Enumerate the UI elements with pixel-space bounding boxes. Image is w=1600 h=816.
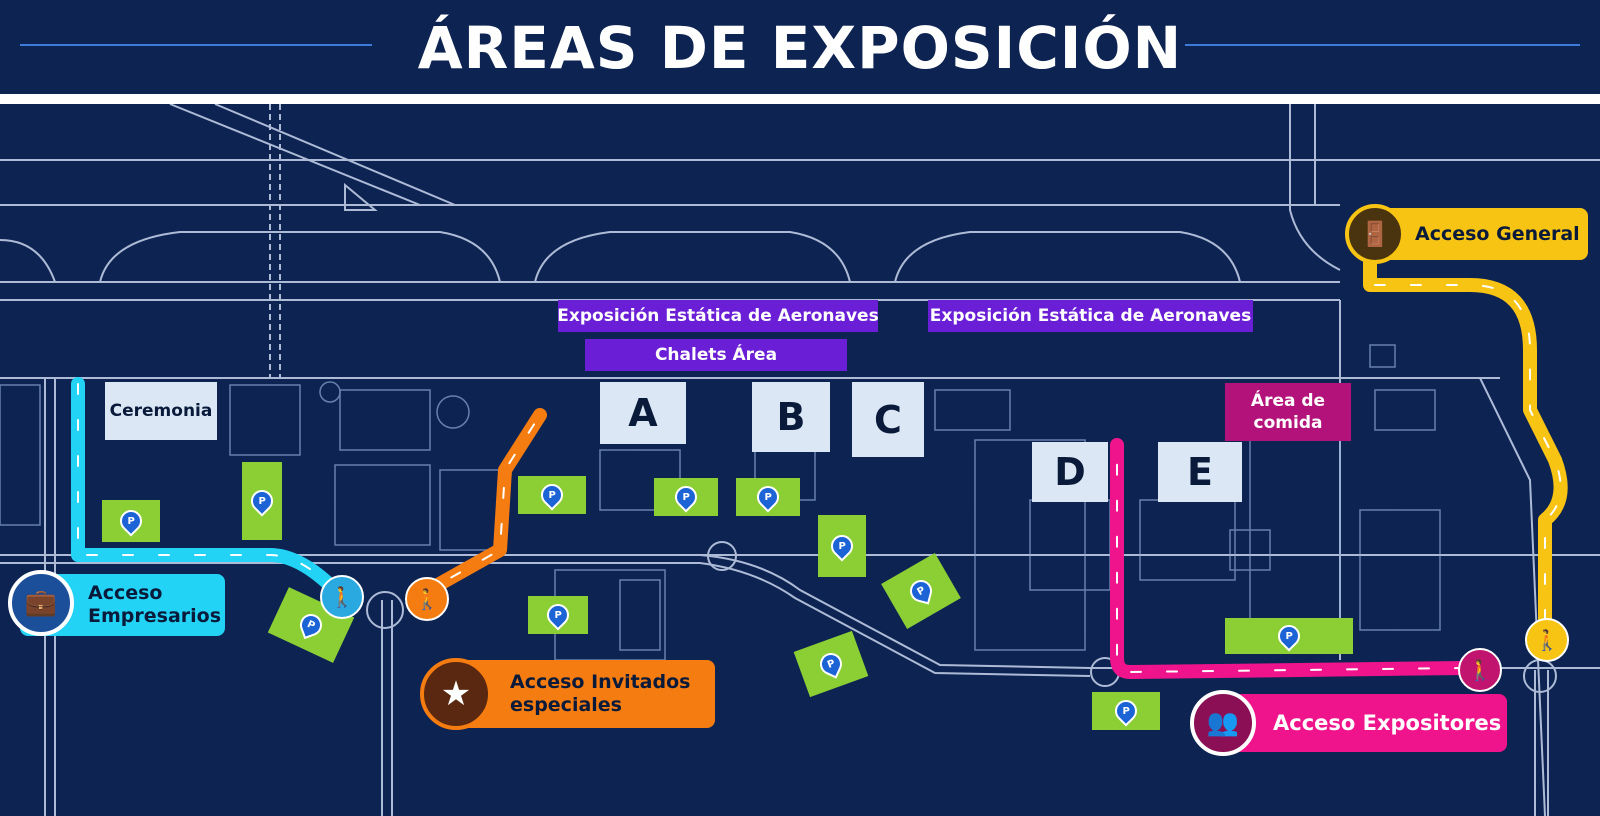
static-exhibition-label-2: Exposición Estática de Aeronaves	[928, 300, 1253, 332]
parking-symbol: P	[127, 515, 135, 527]
access-empresarios-line1: Acceso	[88, 582, 163, 604]
parking-lot[interactable]: P	[818, 515, 866, 577]
parking-pin-icon: P	[670, 481, 702, 513]
pedestrian-icon: 🚶	[405, 577, 449, 621]
parking-pin-icon: P	[115, 505, 147, 537]
pedestrian-icon: 🚶	[1458, 648, 1502, 692]
hall-c: C	[852, 382, 924, 457]
ceremonia-area: Ceremonia	[105, 382, 217, 440]
parking-pin-icon: P	[296, 610, 326, 640]
access-expositores[interactable]: Acceso Expositores	[1225, 694, 1507, 752]
group-icon: 👥	[1190, 690, 1256, 756]
parking-symbol: P	[258, 495, 266, 507]
parking-symbol: P	[554, 609, 562, 621]
chalets-area-label: Chalets Área	[585, 339, 847, 371]
hall-d: D	[1032, 442, 1108, 502]
hall-a: A	[600, 382, 686, 444]
parking-lot[interactable]: P	[242, 462, 282, 540]
access-invitados-especiales[interactable]: Acceso Invitados especiales	[450, 660, 715, 728]
access-empresarios-line2: Empresarios	[88, 605, 222, 627]
parking-lot[interactable]: P	[654, 478, 718, 516]
parking-lot[interactable]: P	[1225, 618, 1353, 654]
parking-pin-icon: P	[1110, 695, 1142, 727]
title-underline	[0, 94, 1600, 104]
access-invitados-line2: especiales	[510, 694, 622, 716]
parking-pin-icon: P	[752, 481, 784, 513]
pedestrian-icon: 🚶	[1525, 618, 1569, 662]
parking-lot[interactable]: P	[1092, 692, 1160, 730]
parking-pin-icon: P	[826, 530, 858, 562]
parking-symbol: P	[548, 489, 556, 501]
parking-symbol: P	[305, 618, 317, 632]
parking-symbol: P	[764, 491, 772, 503]
door-exit-icon: 🚪	[1345, 204, 1405, 264]
page-title: ÁREAS DE EXPOSICIÓN	[417, 14, 1183, 82]
parking-lot[interactable]: P	[102, 500, 160, 542]
parking-pin-icon: P	[246, 485, 278, 517]
parking-lot[interactable]: P	[518, 476, 586, 514]
briefcase-icon: 💼	[8, 570, 74, 636]
parking-symbol: P	[915, 584, 927, 598]
parking-symbol: P	[1122, 705, 1130, 717]
hall-e: E	[1158, 442, 1242, 502]
parking-symbol: P	[1285, 630, 1293, 642]
parking-pin-icon: P	[536, 479, 568, 511]
access-general-label: Acceso General	[1415, 222, 1580, 245]
hall-b: B	[752, 382, 830, 452]
parking-pin-icon: P	[542, 599, 574, 631]
parking-symbol: P	[825, 657, 837, 671]
static-exhibition-label-1: Exposición Estática de Aeronaves	[557, 300, 879, 332]
parking-symbol: P	[682, 491, 690, 503]
parking-pin-icon: P	[1273, 620, 1305, 652]
parking-pin-icon: P	[816, 649, 846, 679]
parking-pin-icon: P	[907, 577, 935, 605]
access-general[interactable]: Acceso General	[1370, 208, 1588, 260]
parking-lot[interactable]: P	[528, 596, 588, 634]
pedestrian-icon: 🚶	[320, 575, 364, 619]
food-area-line1: Área de	[1250, 391, 1326, 411]
food-area-line2: comida	[1253, 413, 1323, 433]
parking-symbol: P	[838, 540, 846, 552]
parking-lot[interactable]: P	[736, 478, 800, 516]
header-right-line	[1185, 44, 1580, 46]
access-invitados-line1: Acceso Invitados	[510, 671, 691, 693]
access-expositores-label: Acceso Expositores	[1273, 710, 1502, 735]
header-left-line	[20, 44, 372, 46]
star-icon: ★	[420, 658, 492, 730]
